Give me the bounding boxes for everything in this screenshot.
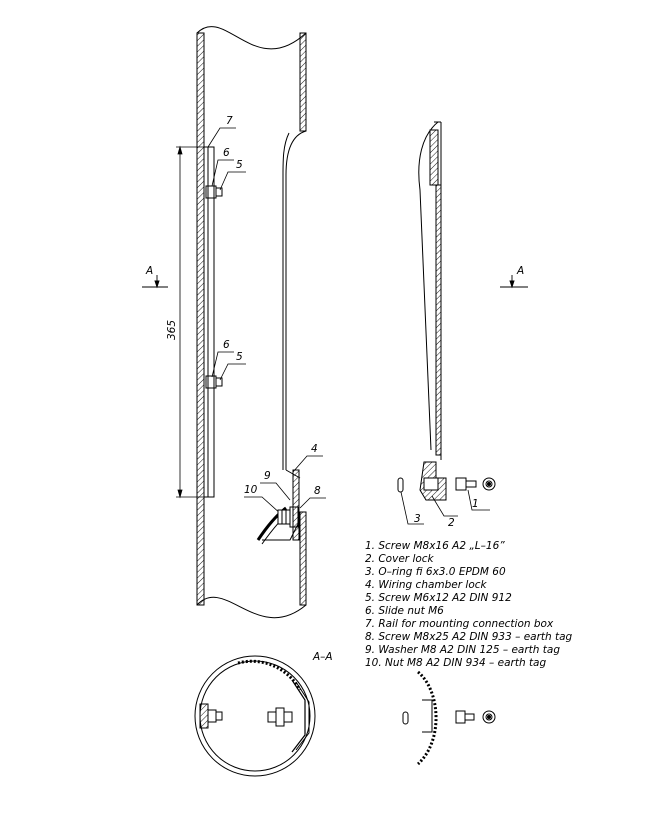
- callout-9: 9: [264, 470, 271, 482]
- callout-7: 7: [226, 115, 233, 127]
- parts-legend: 1. Screw M8x16 A2 „L–16” 2. Cover lock 3…: [365, 540, 573, 669]
- callout-leaders-right: [400, 489, 490, 525]
- callout-3: 3: [414, 513, 421, 525]
- section-view-left: [194, 655, 316, 777]
- callout-6-bottom: 6: [223, 339, 230, 351]
- earth-tag-assembly: [256, 469, 301, 545]
- section-label-right: A: [516, 265, 524, 277]
- legend-item-2: 2. Cover lock: [365, 553, 435, 565]
- dimension-label: 365: [166, 320, 178, 340]
- section-mark-left: [142, 275, 168, 289]
- callout-2: 2: [448, 517, 455, 529]
- callout-8: 8: [314, 485, 321, 497]
- callout-5-top: 5: [236, 159, 243, 171]
- legend-item-4: 4. Wiring chamber lock: [365, 579, 488, 591]
- callout-leaders-left: [207, 127, 326, 516]
- mounting-rail: [203, 146, 223, 498]
- section-mark-right: [500, 275, 528, 289]
- callout-5-bottom: 5: [236, 351, 243, 363]
- callout-1: 1: [472, 498, 479, 510]
- section-view-right: [402, 670, 496, 766]
- dimension-365: [176, 145, 204, 499]
- legend-item-9: 9. Washer M8 A2 DIN 125 – earth tag: [365, 644, 560, 656]
- callout-6-top: 6: [223, 147, 230, 159]
- legend-item-3: 3. O–ring fi 6x3.0 EPDM 60: [365, 566, 506, 578]
- section-view-title: A–A: [312, 651, 333, 663]
- legend-item-6: 6. Slide nut M6: [365, 605, 444, 617]
- legend-item-8: 8. Screw M8x25 A2 DIN 933 – earth tag: [365, 631, 573, 643]
- callout-10: 10: [244, 484, 258, 496]
- callout-4: 4: [311, 443, 318, 455]
- section-label-left: A: [145, 265, 153, 277]
- legend-item-7: 7. Rail for mounting connection box: [365, 618, 554, 630]
- cover-side-view: [397, 121, 496, 501]
- pole-side-view: [196, 26, 307, 619]
- legend-item-5: 5. Screw M6x12 A2 DIN 912: [365, 592, 512, 604]
- legend-item-1: 1. Screw M8x16 A2 „L–16”: [365, 540, 505, 552]
- legend-item-10: 10. Nut M8 A2 DIN 934 – earth tag: [365, 657, 546, 669]
